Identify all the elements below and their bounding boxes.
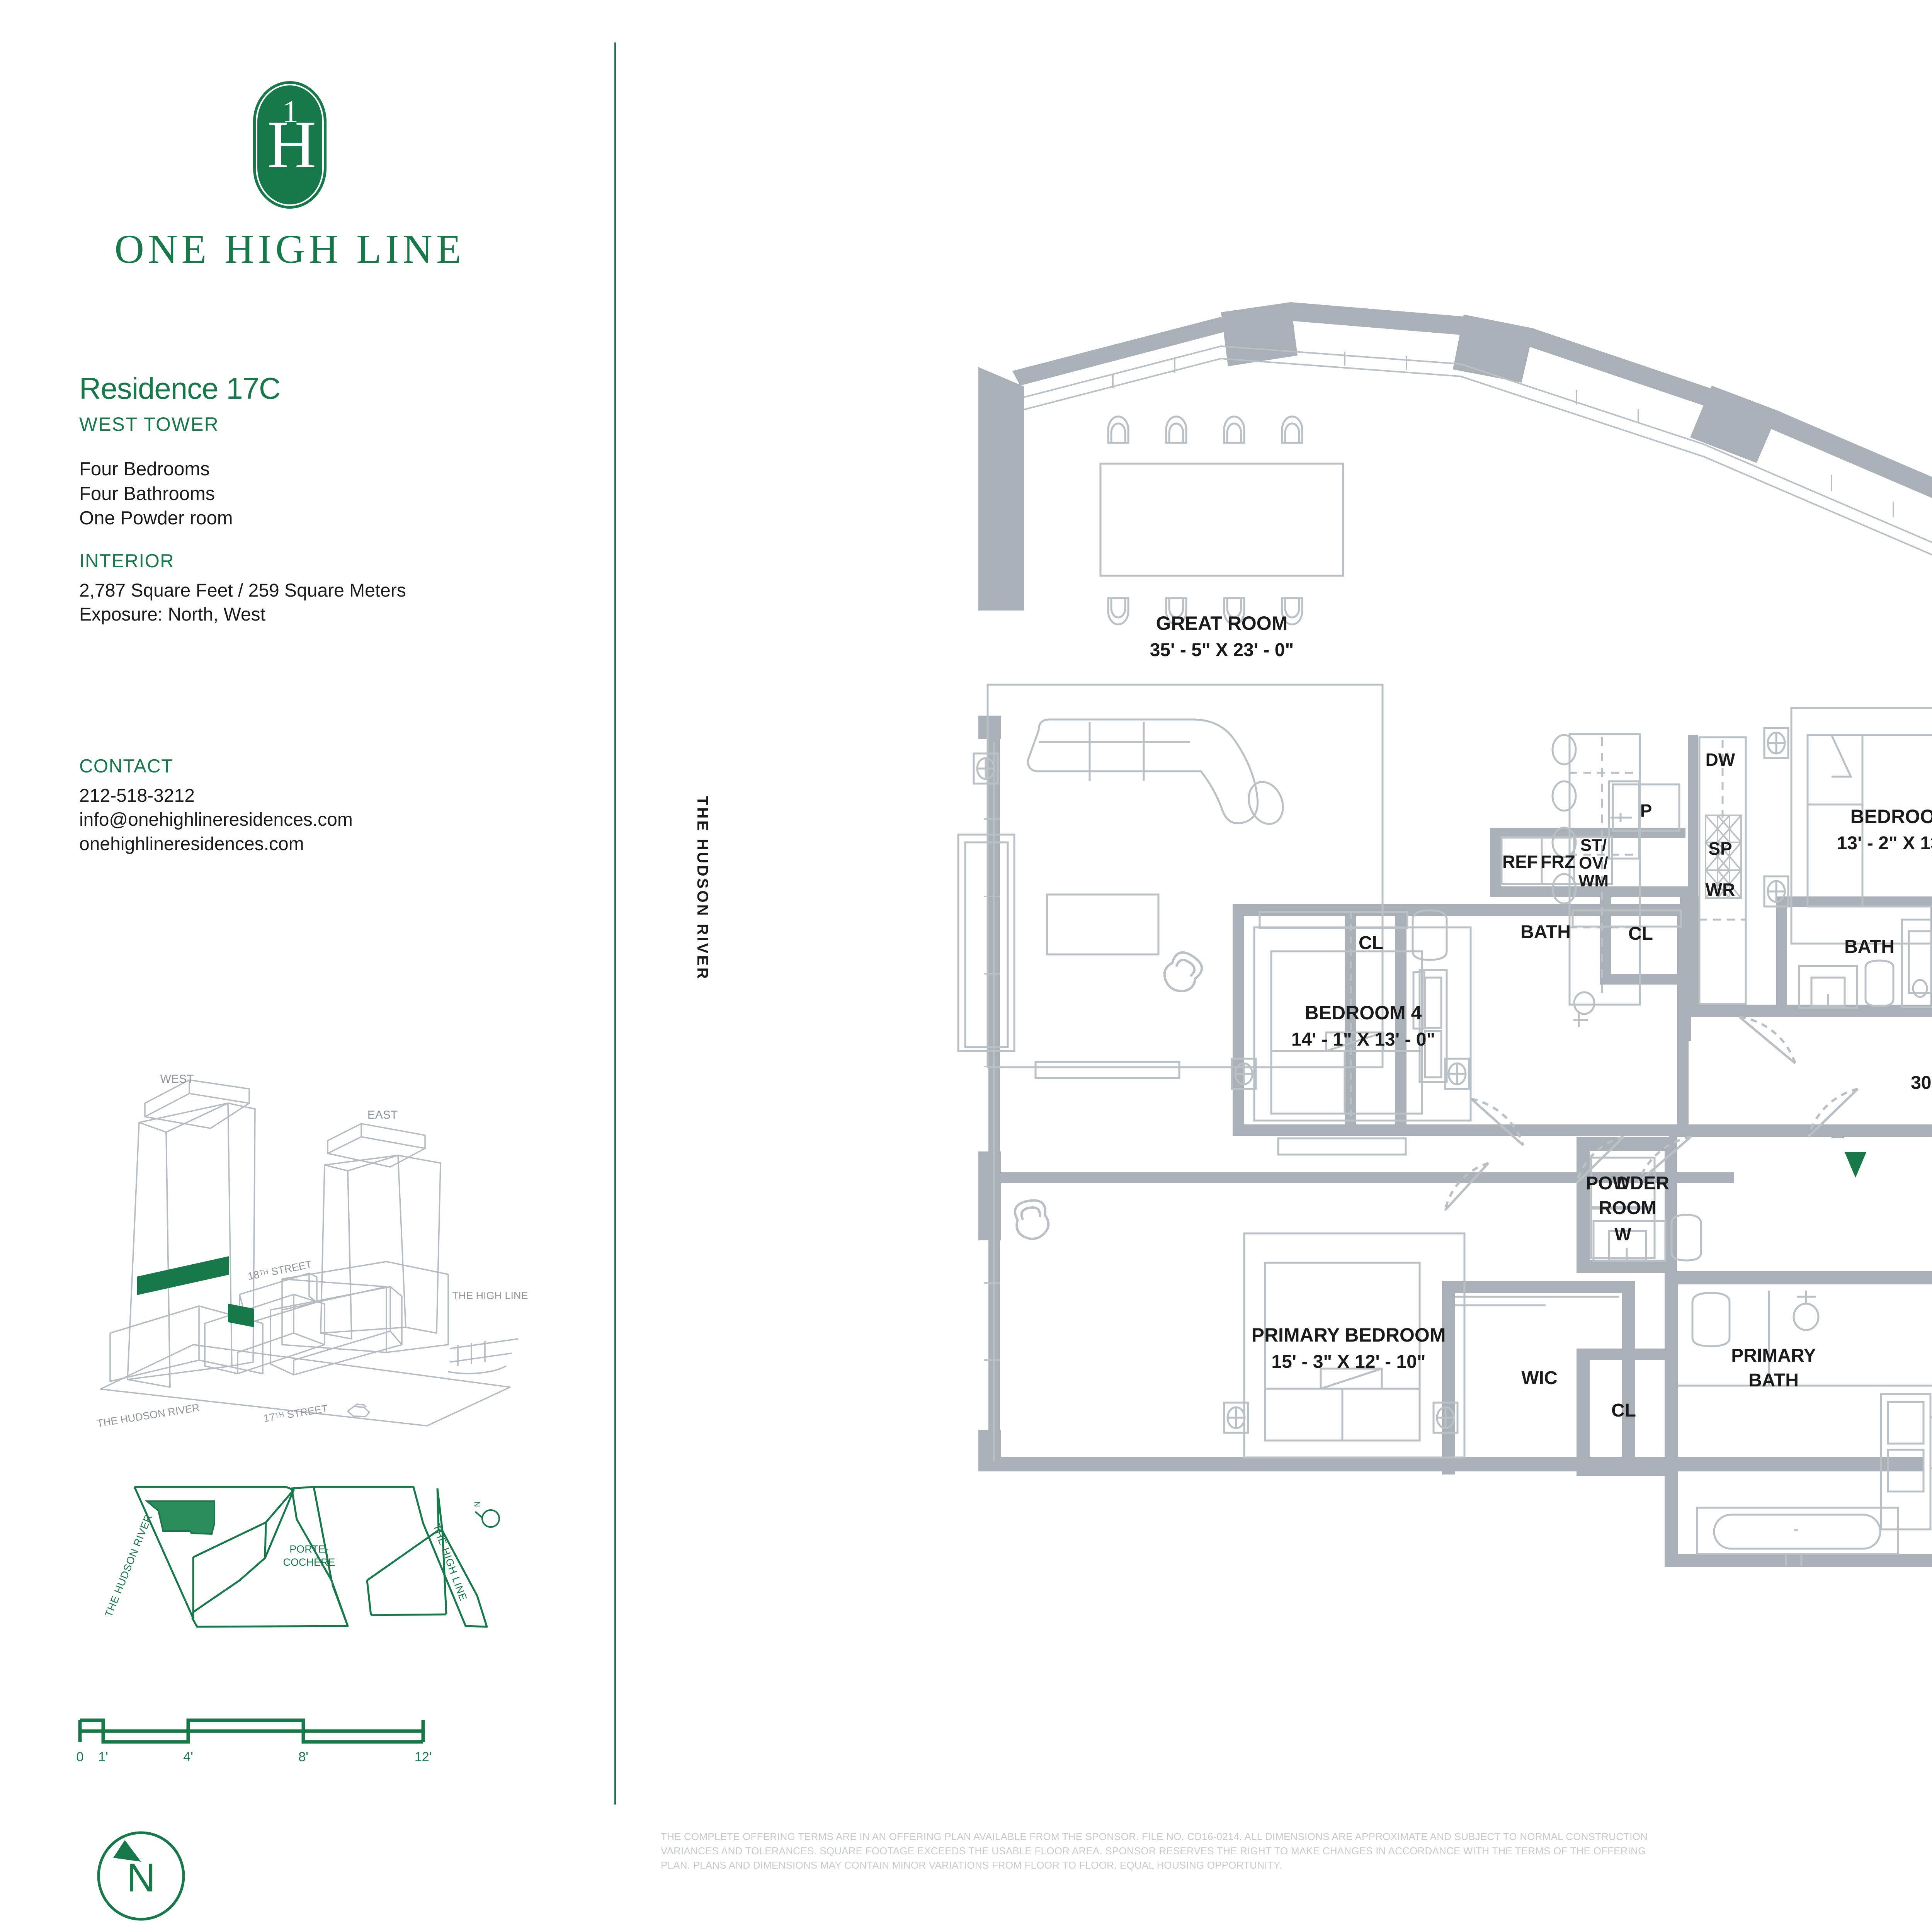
appliance-label-stove-2: OV/ [1579,854,1608,872]
plan-walls [978,302,1932,1567]
plan-window-mullions [984,345,1932,1461]
svg-text:17TH STREET: 17TH STREET [263,1403,329,1424]
room-label-primary-bath-1: PRIMARY [1731,1345,1816,1366]
svg-text:4': 4' [183,1750,193,1764]
contact-website[interactable]: onehighlineresidences.com [79,833,304,854]
room-label-bath-bed3: BATH [1844,937,1895,957]
siteplan-north-icon: N [473,1502,500,1528]
plan-furniture [957,417,1932,1566]
appliance-label-dryer: D [1616,1173,1629,1193]
room-label-bath-bed4: BATH [1520,922,1571,942]
room-label-great-room: GREAT ROOM [1156,612,1288,634]
closet-label-bedroom-4: CL [1359,933,1383,953]
massing-label-east: EAST [367,1109,398,1121]
brand-wordmark: ONE HIGH LINE [114,226,465,272]
contact-heading: CONTACT [79,756,173,777]
room-dims-primary-bedroom: 15' - 3" X 12' - 10" [1271,1352,1425,1372]
closet-label-primary: CL [1611,1400,1636,1421]
residence-info-block: Residence 17C WEST TOWER Four Bedrooms F… [79,371,566,627]
room-label-powder-2: ROOM [1599,1198,1656,1218]
siteplan-label-porte-cochere-2: COCHÈRE [283,1556,335,1568]
massing-label-17th-rest: STREET [283,1403,328,1421]
contact-phone[interactable]: 212-518-3212 [79,786,195,806]
massing-label-west: WEST [160,1073,194,1085]
appliance-label-washer: W [1614,1224,1631,1244]
appliance-label-pantry: P [1640,801,1652,821]
spec-bathrooms: Four Bathrooms [79,483,215,504]
massing-label-high-line: THE HIGH LINE [452,1290,528,1301]
appliance-label-refrigerator: REF [1502,852,1538,872]
closet-label-kitchen: CL [1628,923,1653,944]
legal-disclaimer: THE COMPLETE OFFERING TERMS ARE IN AN OF… [661,1831,1648,1871]
interior-exposure: Exposure: North, West [79,604,265,625]
massing-label-18th-num: 18 [247,1269,260,1282]
plan-door-swings [1444,1016,1859,1211]
appliance-label-wine-ref: WR [1706,879,1735,900]
svg-text:N: N [126,1855,155,1900]
appliance-label-stove-1: ST/ [1580,836,1607,855]
room-label-primary-bedroom: PRIMARY BEDROOM [1252,1324,1446,1346]
brand-block: 1 H ONE HIGH LINE [58,81,522,273]
svg-text:8': 8' [298,1750,308,1764]
appliance-label-freezer: FRZ [1541,852,1575,872]
svg-text:0: 0 [77,1750,84,1764]
site-plan-unit-highlight [145,1500,215,1535]
massing-label-17th-num: 17 [263,1411,276,1424]
interior-heading: INTERIOR [79,551,175,572]
page-title: Residence 17C [79,371,281,405]
massing-label-18th-sup: TH [259,1268,269,1277]
contact-block: CONTACT 212-518-3212 info@onehighlineres… [79,755,582,856]
floor-plan: GREAT ROOM 35' - 5" X 23' - 0" BEDROOM 3… [957,302,1932,1567]
siteplan-label-porte-cochere-1: PORTE- [289,1543,329,1555]
room-dims-bedroom-3: 13' - 2" X 13' - 6" [1837,833,1932,854]
room-label-primary-bath-2: BATH [1748,1370,1799,1391]
massing-label-hudson-river: THE HUDSON RIVER [96,1402,201,1430]
room-dims-great-room: 35' - 5" X 23' - 0" [1150,640,1294,660]
siteplan-label-hudson-river: THE HUDSON RIVER [103,1512,155,1619]
plan-label-hudson-river: THE HUDSON RIVER [694,796,711,981]
contact-email[interactable]: info@onehighlineresidences.com [79,810,353,830]
interior-area: 2,787 Square Feet / 259 Square Meters [79,580,406,601]
scale-tick-labels: 0 1' 4' 8' 12' [77,1750,431,1764]
logo-numeral-one: 1 [282,94,299,129]
svg-text:18TH STREET: 18TH STREET [247,1259,313,1282]
spec-bedrooms: Four Bedrooms [79,459,210,480]
massing-label-17th-sup: TH [274,1410,285,1420]
room-label-powder-1: POWDER [1586,1173,1669,1194]
tower-label: WEST TOWER [79,413,219,435]
room-dims-gallery: 30' - 8" X 5' - 11" [1911,1073,1932,1093]
room-label-wic: WIC [1521,1368,1557,1388]
building-massing-diagram: WEST EAST 18TH STREET 17TH STREET THE HI… [96,1073,528,1430]
north-arrow-icon: N [97,1831,185,1921]
svg-text:12': 12' [415,1750,431,1764]
scale-bar: 0 1' 4' 8' 12' [77,1718,431,1764]
sidebar: 1 H ONE HIGH LINE Residence 17C WEST TOW… [0,0,603,1932]
room-label-bedroom-4: BEDROOM 4 [1305,1002,1422,1024]
appliance-label-dishwasher: DW [1706,750,1735,770]
svg-text:N: N [473,1502,482,1507]
plan-room-labels: GREAT ROOM 35' - 5" X 23' - 0" BEDROOM 3… [1150,612,1932,1421]
site-plan-diagram: THE HUDSON RIVER THE HIGH LINE PORTE- CO… [103,1486,500,1628]
svg-text:1': 1' [98,1750,108,1764]
entry-marker-triangle-icon [1845,1152,1866,1178]
footer: THE COMPLETE OFFERING TERMS ARE IN AN OF… [661,1830,1932,1926]
appliance-label-sink-prep: SP [1708,838,1732,859]
appliance-label-stove-3: WM [1578,871,1609,890]
room-label-bedroom-3: BEDROOM 3 [1850,806,1932,827]
room-dims-bedroom-4: 14' - 1" X 13' - 0" [1291,1029,1435,1050]
one-high-line-logo-icon: 1 H [253,81,327,209]
logo-monogram-h: H [267,107,316,182]
spec-powder: One Powder room [79,508,233,529]
vertical-divider [614,43,616,1804]
